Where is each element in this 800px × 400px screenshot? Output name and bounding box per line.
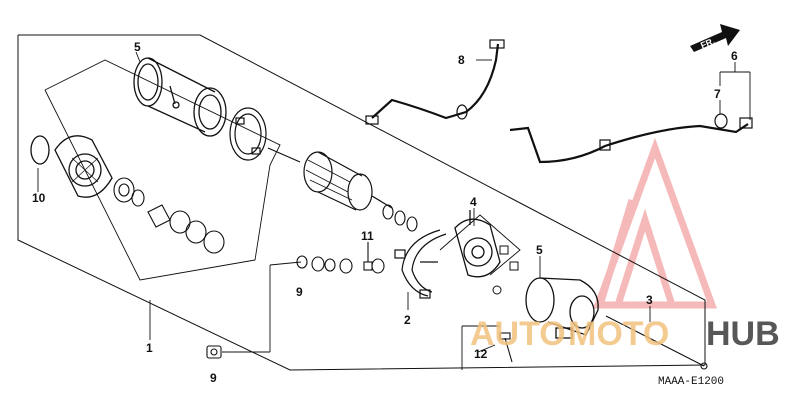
callout-3: 3 — [646, 293, 653, 307]
bolt-12 — [499, 332, 513, 363]
washers-and-nut-9 — [206, 255, 385, 359]
terminal-bits — [492, 245, 519, 295]
watermark-auto: AUTO — [470, 315, 566, 353]
callout-12: 12 — [474, 347, 488, 361]
callout-6: 6 — [731, 49, 738, 63]
callout-9-upper: 9 — [296, 285, 303, 299]
bearing-and-seals — [113, 177, 225, 254]
callout-11: 11 — [361, 229, 374, 243]
callout-4: 4 — [470, 195, 477, 209]
watermark-triangle-inner — [614, 208, 676, 307]
callout-10: 10 — [32, 191, 46, 205]
callout-5-upper: 5 — [134, 40, 141, 54]
watermark-triangle-stroke — [596, 198, 636, 307]
rear-cover-brush-plate — [454, 210, 501, 278]
callouts: 5 10 1 9 9 11 2 4 5 3 12 8 6 7 — [32, 40, 738, 385]
armature-washers — [382, 204, 418, 232]
watermark-hub: HUB — [706, 315, 780, 353]
callout-7: 7 — [714, 87, 721, 101]
starter-cable-8 — [365, 39, 505, 125]
watermark-moto: MOTO — [568, 315, 669, 353]
ground-cable-6 — [509, 113, 753, 164]
long-bolt-3 — [605, 315, 708, 370]
armature — [267, 147, 393, 211]
watermark-logo — [593, 137, 717, 309]
callout-5-lower: 5 — [536, 243, 543, 257]
leader-lines — [37, 51, 751, 370]
callout-2: 2 — [404, 313, 411, 327]
assembly-outline — [17, 34, 706, 371]
callout-9-lower: 9 — [210, 371, 217, 385]
watermark-text: AUTO MOTO HUB — [470, 315, 780, 353]
motor-yoke-upper — [133, 57, 227, 137]
brush-holder-bracket — [394, 229, 447, 299]
callout-1: 1 — [146, 341, 153, 355]
diagram-code: MAAA-E1200 — [658, 376, 724, 388]
brush-ring — [229, 107, 267, 161]
front-direction-arrow: FR. — [690, 24, 740, 52]
arrow-icon — [690, 24, 740, 52]
front-cover — [30, 135, 113, 198]
watermark-triangle-outer — [593, 137, 717, 309]
spacer-11 — [363, 242, 373, 271]
callout-8: 8 — [458, 53, 465, 67]
